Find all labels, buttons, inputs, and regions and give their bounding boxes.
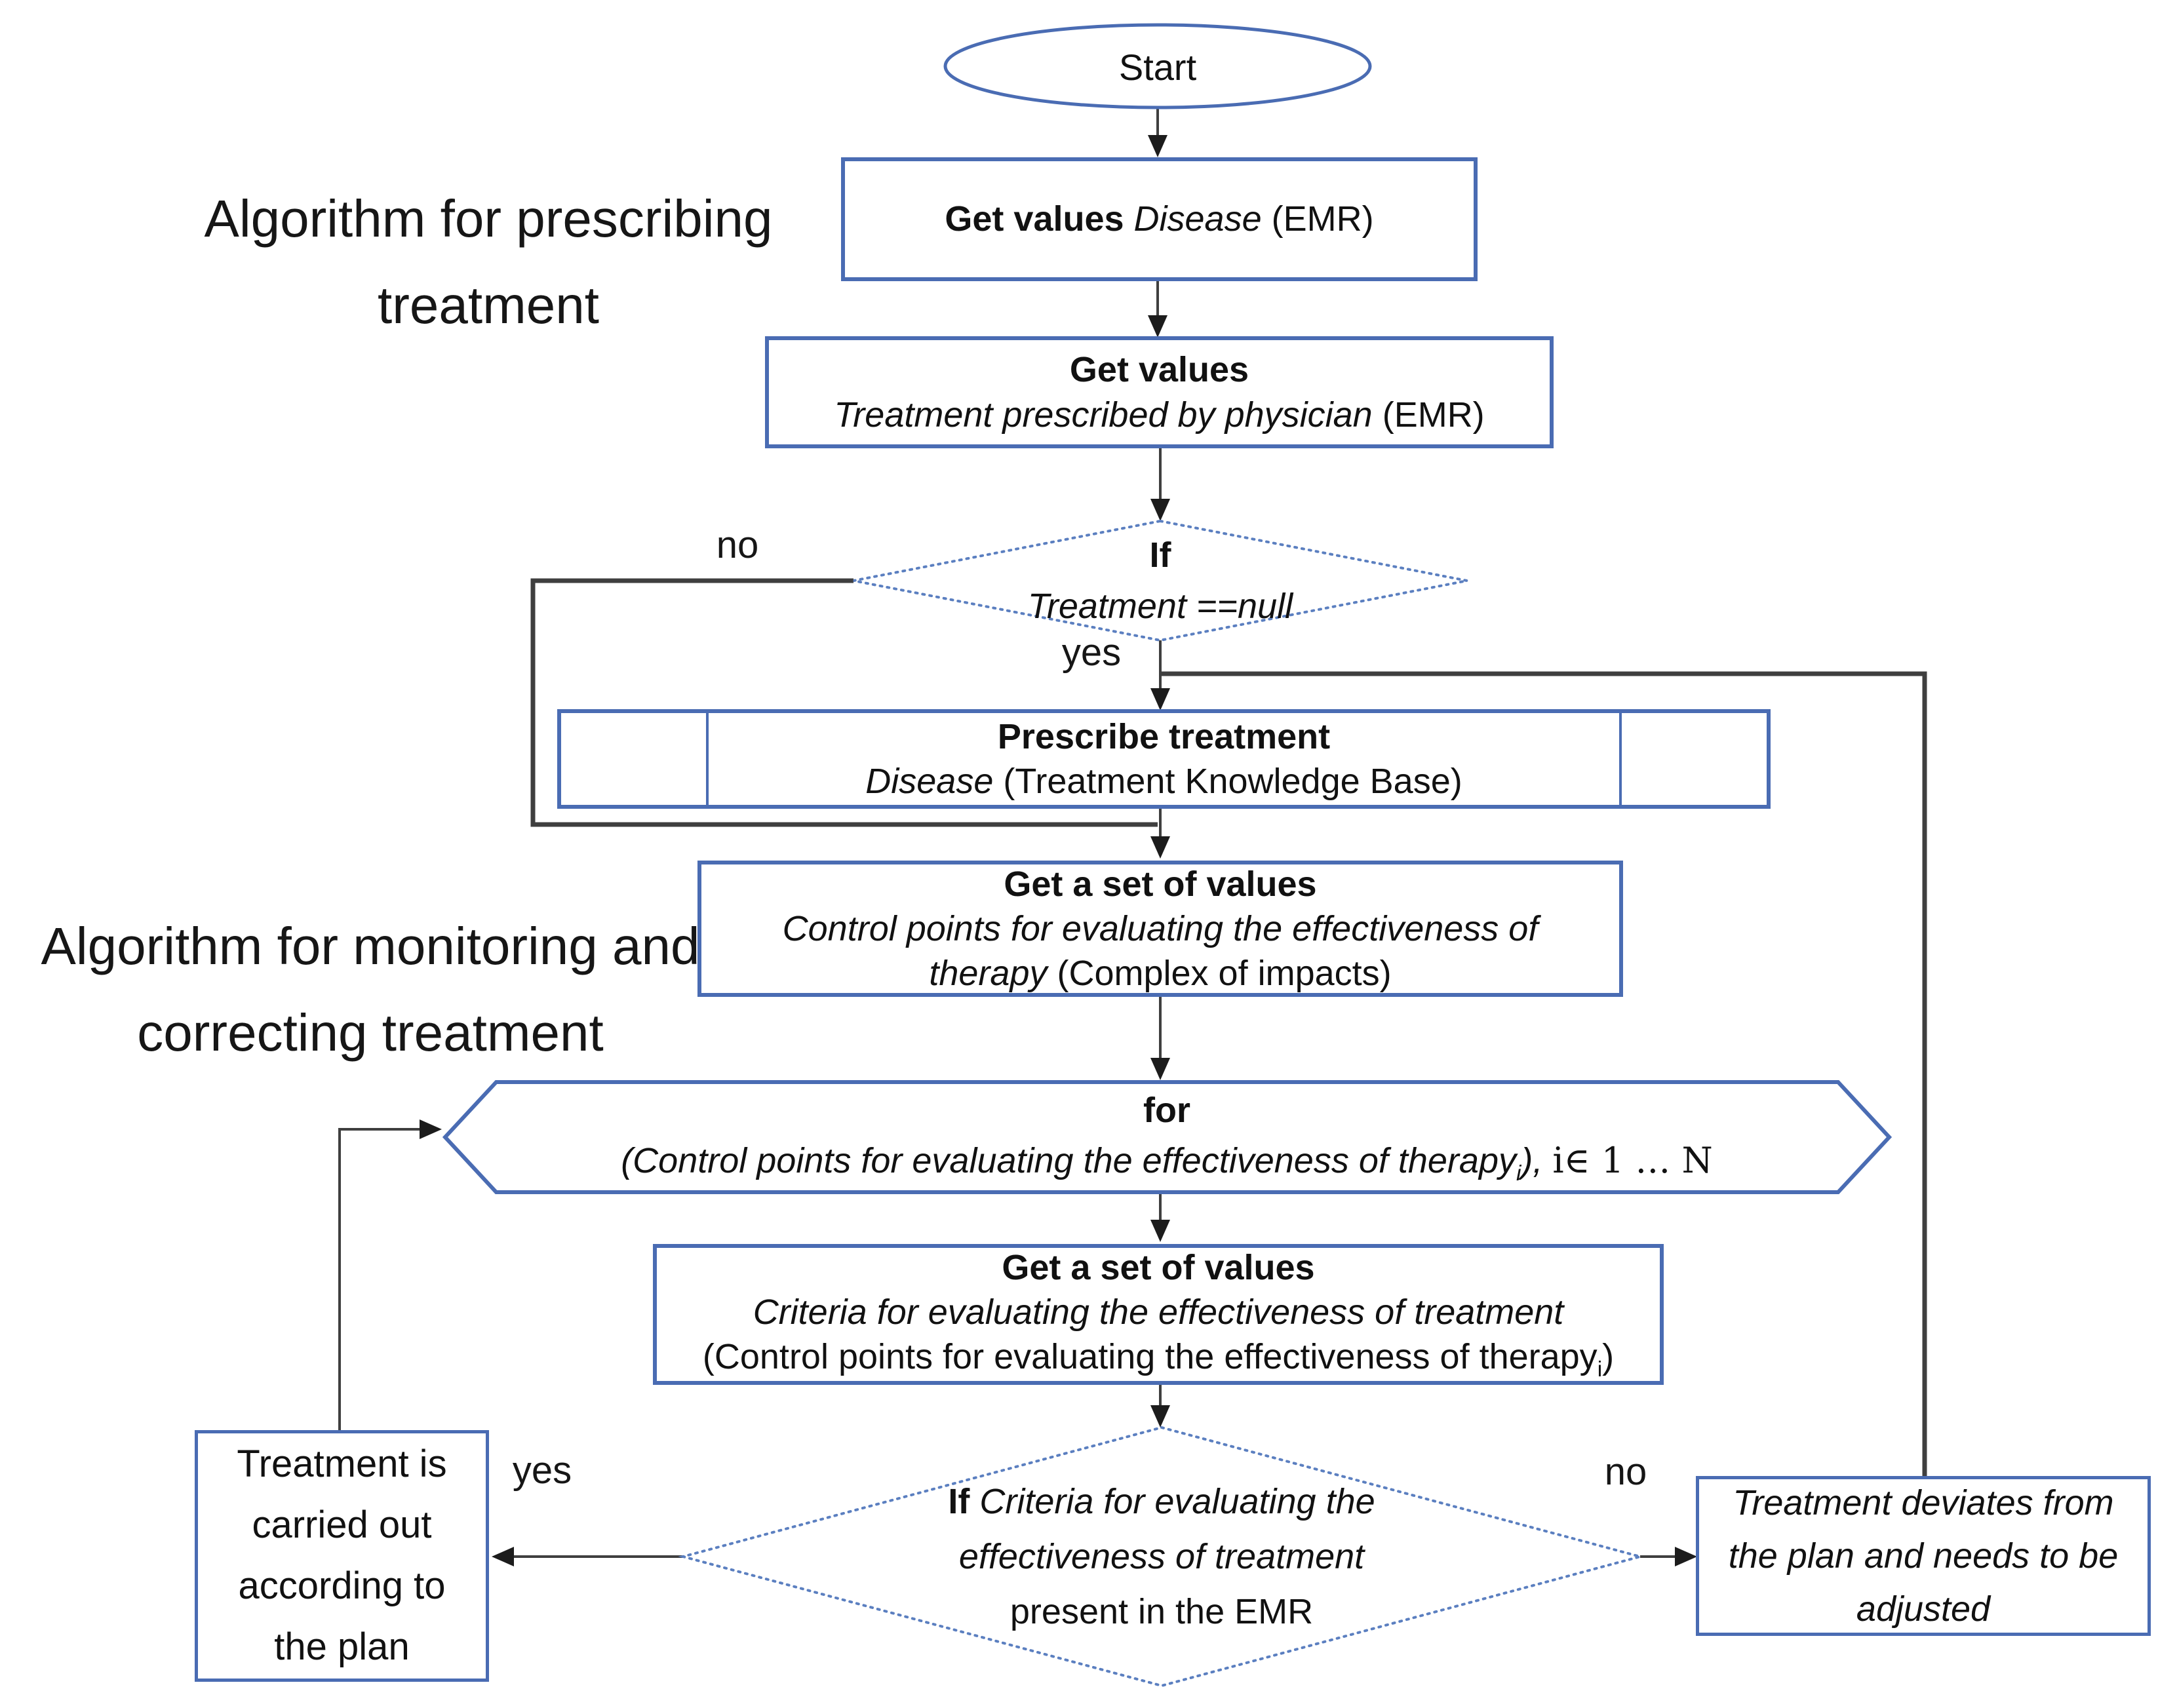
arrowhead-prescribe-to-get-control-points <box>1150 836 1170 859</box>
arrowhead-if-criteria-yes-to-on-plan <box>492 1547 514 1566</box>
edge-label-no-bottom: no <box>1604 1450 1647 1493</box>
decision-if-treatment-null-shape <box>853 519 1468 642</box>
node-text-line: Get a set of values <box>1004 864 1317 904</box>
title-line: treatment <box>378 276 599 334</box>
text-italic: Disease <box>1133 199 1262 239</box>
edge-label-yes-top: yes <box>1061 631 1122 674</box>
node-text-line: Control points for evaluating the effect… <box>782 908 1539 948</box>
for-loop-hexagon-shape <box>442 1080 1893 1194</box>
arrowhead-start-to-get-disease <box>1148 135 1167 157</box>
arrowhead-get-criteria-to-if-criteria <box>1150 1405 1170 1427</box>
title-monitoring-algorithm: Algorithm for monitoring and correcting … <box>7 903 734 1076</box>
node-for-loop: for (Control points for evaluating the e… <box>524 1089 1809 1186</box>
node-text-line: Criteria for evaluating the effectivenes… <box>753 1292 1564 1332</box>
title-line: Algorithm for prescribing <box>204 189 773 248</box>
node-text-line: the plan and needs to be <box>1728 1536 2119 1576</box>
arrowhead-get-treatment-to-if-null <box>1150 499 1170 521</box>
text-subscript-i: i <box>1516 1161 1521 1186</box>
node-text-line: effectiveness of treatment <box>958 1537 1365 1577</box>
text-subscript-i: i <box>1597 1357 1603 1382</box>
node-prescribe-treatment: Prescribe treatment Disease (Treatment K… <box>557 709 1771 809</box>
node-text-line: Treatment ==null <box>1027 587 1293 626</box>
text-bold: If <box>948 1482 980 1522</box>
node-text-line: If Criteria for evaluating the <box>948 1475 1375 1530</box>
arrowhead-if-null-yes-to-prescribe <box>1150 688 1170 710</box>
start-terminator-shape <box>943 23 1372 109</box>
node-get-values-disease: Get values Disease (EMR) <box>841 157 1478 281</box>
node-if-criteria-present: If Criteria for evaluating the effective… <box>834 1472 1489 1642</box>
node-text-line: If <box>1149 535 1171 575</box>
node-text-line: Prescribe treatment <box>997 716 1331 756</box>
node-text-line: Treatment deviates from <box>1733 1483 2114 1523</box>
edge-label-no-top: no <box>716 524 759 566</box>
predefined-process-bar-right <box>1619 713 1622 805</box>
node-text-line: Get values <box>1069 350 1249 390</box>
arrowhead-on-plan-loop-to-for <box>420 1119 442 1139</box>
node-text-line: according to <box>238 1564 446 1607</box>
arrowhead-get-disease-to-get-treatment <box>1148 315 1167 338</box>
node-text-line: therapy (Complex of impacts) <box>929 951 1391 996</box>
text-italic: (Control points for evaluating the effec… <box>621 1140 1516 1180</box>
node-get-criteria: Get a set of values Criteria for evaluat… <box>653 1244 1664 1385</box>
node-text-line: Disease (Treatment Knowledge Base) <box>865 759 1462 804</box>
node-treatment-on-plan: Treatment is carried out according to th… <box>195 1430 489 1682</box>
text-italic: ), <box>1521 1140 1553 1180</box>
node-treatment-deviates: Treatment deviates from the plan and nee… <box>1696 1476 2151 1636</box>
text-regular: ) <box>1602 1337 1615 1377</box>
node-text-line: carried out <box>252 1504 432 1547</box>
text-italic: therapy <box>929 954 1048 994</box>
node-text-line: the plan <box>274 1625 410 1668</box>
edge-label-yes-bottom: yes <box>512 1449 572 1492</box>
start-label: Start <box>1118 46 1197 88</box>
node-text-line: (Control points for evaluating the effec… <box>621 1136 1713 1190</box>
node-if-treatment-null: If Treatment ==null <box>898 528 1422 633</box>
title-line: correcting treatment <box>137 1003 604 1062</box>
title-prescribing-algorithm: Algorithm for prescribing treatment <box>118 176 859 349</box>
node-text-line: Get a set of values <box>1002 1247 1315 1287</box>
title-line: Algorithm for monitoring and <box>41 917 700 975</box>
text-regular: (EMR) <box>1261 199 1374 239</box>
text-italic: Criteria for evaluating the <box>979 1482 1375 1522</box>
text-italic: Disease <box>865 762 994 801</box>
text-math-range: i∈ 1 … N <box>1552 1139 1713 1181</box>
text-regular: (Treatment Knowledge Base) <box>993 762 1462 801</box>
predefined-process-bar-left <box>706 713 709 805</box>
node-text-line: present in the EMR <box>1010 1591 1314 1631</box>
edge-deviates-feedback-loop <box>1162 671 1927 1476</box>
text-regular: (EMR) <box>1372 395 1485 435</box>
text-regular: (Control points for evaluating the effec… <box>702 1337 1598 1377</box>
node-text-line: Treatment prescribed by physician (EMR) <box>834 393 1484 437</box>
text-italic: Treatment prescribed by physician <box>834 395 1373 435</box>
node-text-line: for <box>1143 1091 1190 1131</box>
edge-if-null-no-loop <box>530 578 1158 827</box>
text-regular: (Complex of impacts) <box>1047 954 1392 994</box>
decision-if-criteria-shape <box>678 1426 1645 1688</box>
node-text-line: (Control points for evaluating the effec… <box>703 1334 1614 1384</box>
node-get-control-points: Get a set of values Control points for e… <box>697 861 1623 997</box>
node-text-line: Treatment is <box>237 1443 447 1486</box>
node-start: Start <box>946 41 1369 94</box>
node-text-line: Get values Disease (EMR) <box>945 197 1373 241</box>
text-bold: Get values <box>945 199 1134 239</box>
arrowhead-if-criteria-no-to-deviates <box>1675 1547 1697 1566</box>
node-text-line: adjusted <box>1856 1589 1991 1629</box>
arrowhead-for-to-get-criteria <box>1150 1220 1170 1242</box>
edge-on-plan-loop-to-for <box>338 1128 437 1430</box>
node-get-values-treatment: Get values Treatment prescribed by physi… <box>765 336 1554 448</box>
arrowhead-get-control-points-to-for <box>1150 1058 1170 1080</box>
